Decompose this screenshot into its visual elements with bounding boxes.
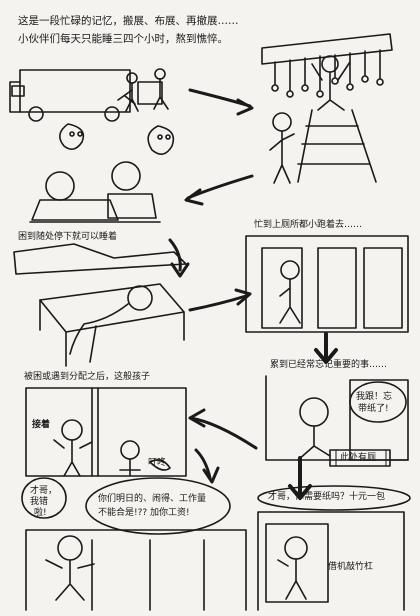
- nagging-text-line1: 你们明日的、闹得、工作量: [98, 494, 207, 504]
- seat-caption: 被困或遇到分配之后，这般孩子: [24, 372, 151, 382]
- toilet-caption: 忙到上厕所都小跑着去……: [254, 220, 363, 230]
- arrow-4-to-5: [188, 294, 248, 312]
- rest-caption: 困到随处停下就可以睡着: [18, 232, 118, 242]
- nagging-bubble: [85, 477, 231, 535]
- intro-caption-line2: 小伙伴们每天只能睡三四个小时，熬到憔悴。: [18, 33, 228, 45]
- truck-illustration: [9, 68, 169, 122]
- sign-box: [335, 449, 387, 467]
- toilet-run-illustration: [245, 235, 409, 333]
- seller-illustration: [257, 511, 405, 611]
- arrow-3-to-4: [168, 238, 182, 272]
- skip-text-line1: 才哥，: [30, 486, 58, 496]
- intro-caption-line1: 这是一段忙碌的记忆，搬展、布展、再撤展……: [18, 15, 239, 27]
- forgot-paper-illustration: [265, 375, 409, 467]
- belt-text-line2: 带纸了!: [358, 404, 389, 414]
- belt-text-line1: 我跟！忘: [356, 392, 393, 402]
- arrow-1-to-2: [188, 88, 252, 108]
- arrow-2-to-3: [186, 174, 254, 200]
- skip-bubble: [21, 477, 67, 519]
- sign-text: 此处有厕: [340, 453, 377, 463]
- leak-illustration: [25, 387, 187, 477]
- paper-ask-text: 才哥，你需要纸吗？十元一包: [268, 492, 386, 502]
- boss-scene-illustration: [25, 529, 247, 611]
- arrow-7-to-8: [194, 448, 212, 480]
- thud-text: 叮咚: [148, 458, 167, 468]
- ladder-illustration: [261, 33, 393, 184]
- catch-text: 接着: [32, 420, 51, 430]
- sleeping-worker-illustration: [13, 243, 187, 367]
- arrow-6-to-7: [188, 416, 258, 450]
- desk-workers-illustration: [29, 123, 175, 223]
- skip-text-line2: 我错: [30, 497, 49, 507]
- belt-bubble: [349, 381, 407, 423]
- forget-caption: 累到已经常忘记重要的事……: [270, 360, 388, 370]
- skip-text-line3: 啦!: [34, 508, 47, 518]
- paper-ask-bubble: [257, 485, 411, 511]
- nagging-text-line2: 不能合是!?? 加你工资!: [98, 508, 190, 518]
- borrow-text: 借机敲竹杠: [328, 562, 374, 572]
